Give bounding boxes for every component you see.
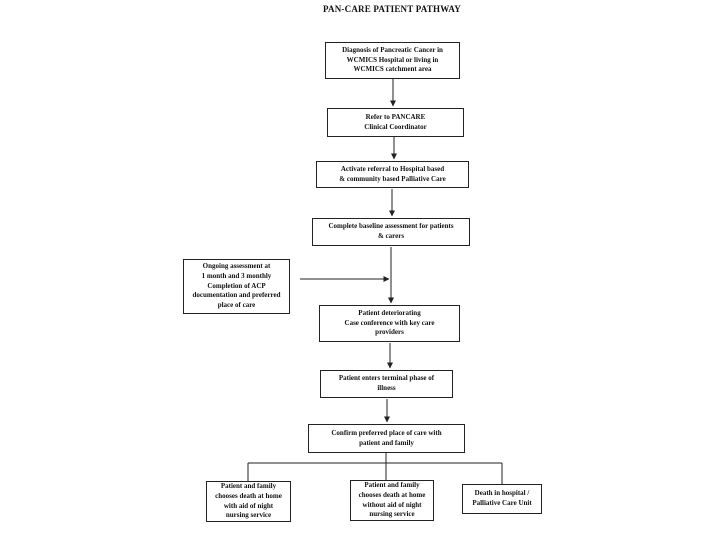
node-ongoing-assessment: Ongoing assessment at 1 month and 3 mont…	[183, 259, 290, 314]
node-death-home-without-night-nursing: Patient and family chooses death at home…	[350, 480, 434, 521]
node-baseline-assessment: Complete baseline assessment for patient…	[312, 218, 470, 246]
node-terminal-phase: Patient enters terminal phase of illness	[320, 370, 453, 398]
node-patient-deteriorating: Patient deteriorating Case conference wi…	[319, 305, 460, 342]
node-refer-pancare-coordinator: Refer to PANCARE Clinical Coordinator	[327, 108, 464, 137]
node-confirm-place-of-care: Confirm preferred place of care with pat…	[308, 424, 465, 453]
node-death-hospital-palliative-unit: Death in hospital / Palliative Care Unit	[462, 484, 542, 514]
node-diagnosis-pancreatic-cancer: Diagnosis of Pancreatic Cancer in WCMICS…	[325, 42, 460, 79]
node-activate-palliative-referral: Activate referral to Hospital based & co…	[316, 161, 469, 188]
page-title: PAN-CARE PATIENT PATHWAY	[323, 4, 461, 14]
node-death-home-with-night-nursing: Patient and family chooses death at home…	[206, 481, 291, 522]
